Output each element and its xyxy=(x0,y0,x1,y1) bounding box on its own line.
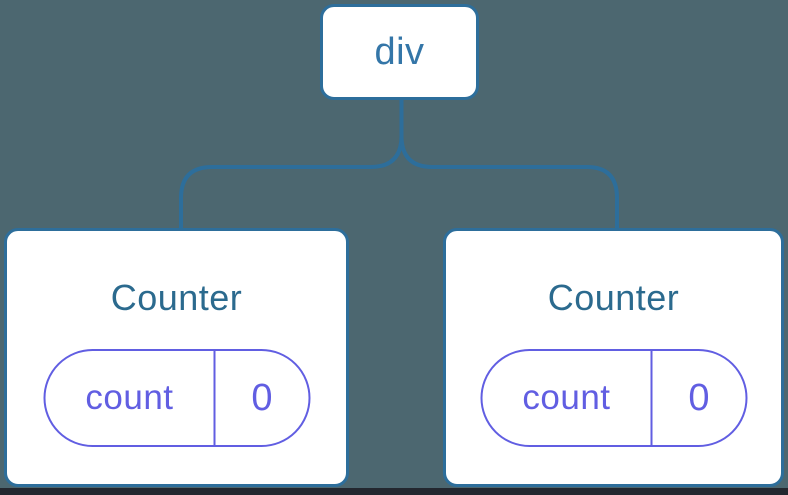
tree-root-node: div xyxy=(320,4,479,100)
page-background-strip xyxy=(0,488,788,495)
state-value: 0 xyxy=(251,376,273,419)
state-key: count xyxy=(482,351,653,445)
component-card-left: Counter count 0 xyxy=(4,228,349,487)
root-node-label: div xyxy=(374,30,425,73)
component-title: Counter xyxy=(110,277,243,318)
component-card-right: Counter count 0 xyxy=(443,228,784,487)
connector-left-branch xyxy=(179,98,404,230)
state-pill: count 0 xyxy=(43,349,310,447)
state-value: 0 xyxy=(688,376,710,419)
state-key: count xyxy=(45,351,216,445)
component-title: Counter xyxy=(547,277,680,318)
connector-right-branch xyxy=(399,98,619,230)
state-pill: count 0 xyxy=(480,349,747,447)
